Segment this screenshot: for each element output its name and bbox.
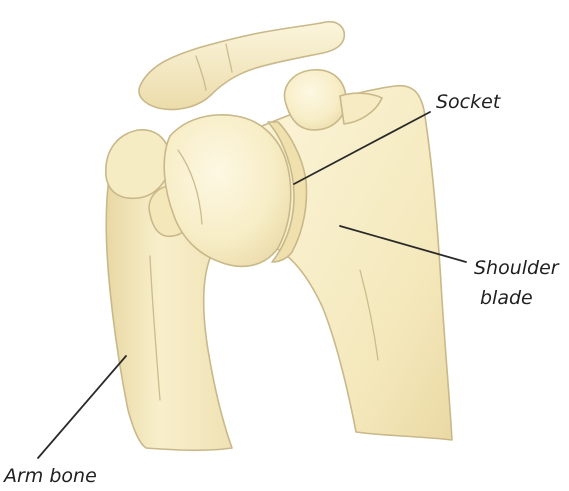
coracoid-process [284, 70, 346, 130]
shoulder-blade-label: Shoulder [474, 257, 560, 279]
arm-bone-label: Arm bone [2, 465, 97, 487]
arm-bone-leader-line [38, 356, 126, 458]
shoulder-blade-label-line2: blade [480, 287, 533, 309]
socket-label: Socket [436, 91, 502, 113]
